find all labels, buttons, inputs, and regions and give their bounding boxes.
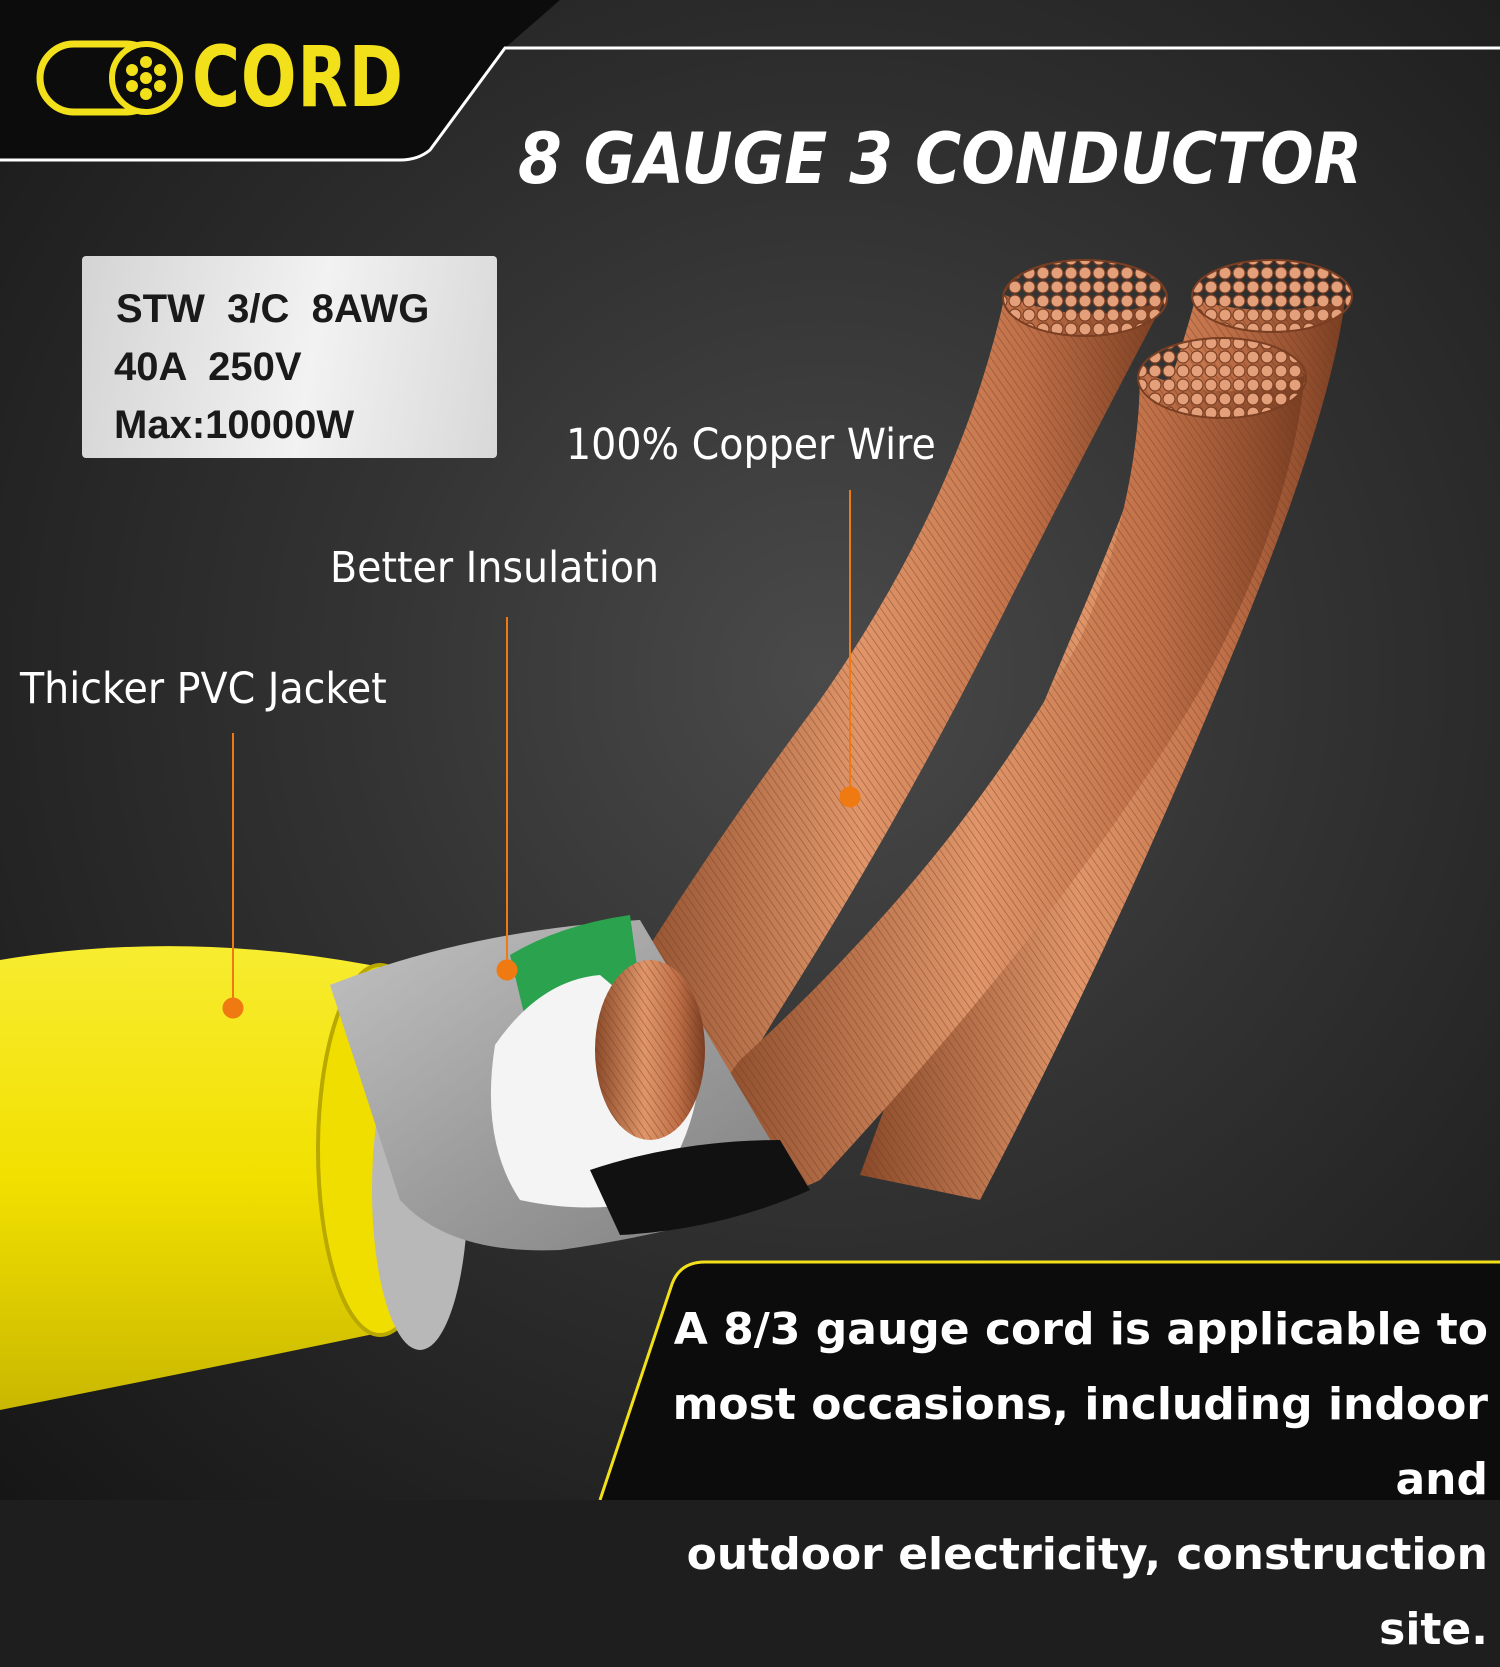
copper-wire — [610, 259, 1353, 1200]
callout-insulation: Better Insulation — [330, 543, 660, 593]
page-title: 8 GAUGE 3 CONDUCTOR — [518, 118, 1363, 200]
spec-line-rating: 40A 250V — [114, 345, 302, 389]
spec-label: STW 3/C 8AWG 40A 250V Max:10000W — [82, 256, 497, 458]
description-line-3: outdoor electricity, construction site. — [686, 1529, 1488, 1655]
callout-jacket: Thicker PVC Jacket — [20, 664, 387, 714]
description-line-1: A 8/3 gauge cord is applicable to — [673, 1304, 1488, 1355]
cable-illustration — [0, 0, 1500, 1500]
top-banner — [0, 0, 560, 160]
callout-copper-wire: 100% Copper Wire — [566, 420, 936, 470]
callout-markers — [222, 490, 861, 1019]
description: A 8/3 gauge cord is applicable to most o… — [588, 1292, 1488, 1667]
bottom-banner — [600, 1262, 1500, 1500]
brand-name: CORD — [192, 28, 404, 126]
inner-insulation — [330, 915, 810, 1251]
spec-line-max-power: Max:10000W — [114, 403, 355, 447]
cable-cross-section-icon — [36, 40, 183, 116]
spec-line-type: STW 3/C 8AWG — [116, 287, 430, 331]
description-line-2: most occasions, including indoor and — [672, 1379, 1488, 1505]
